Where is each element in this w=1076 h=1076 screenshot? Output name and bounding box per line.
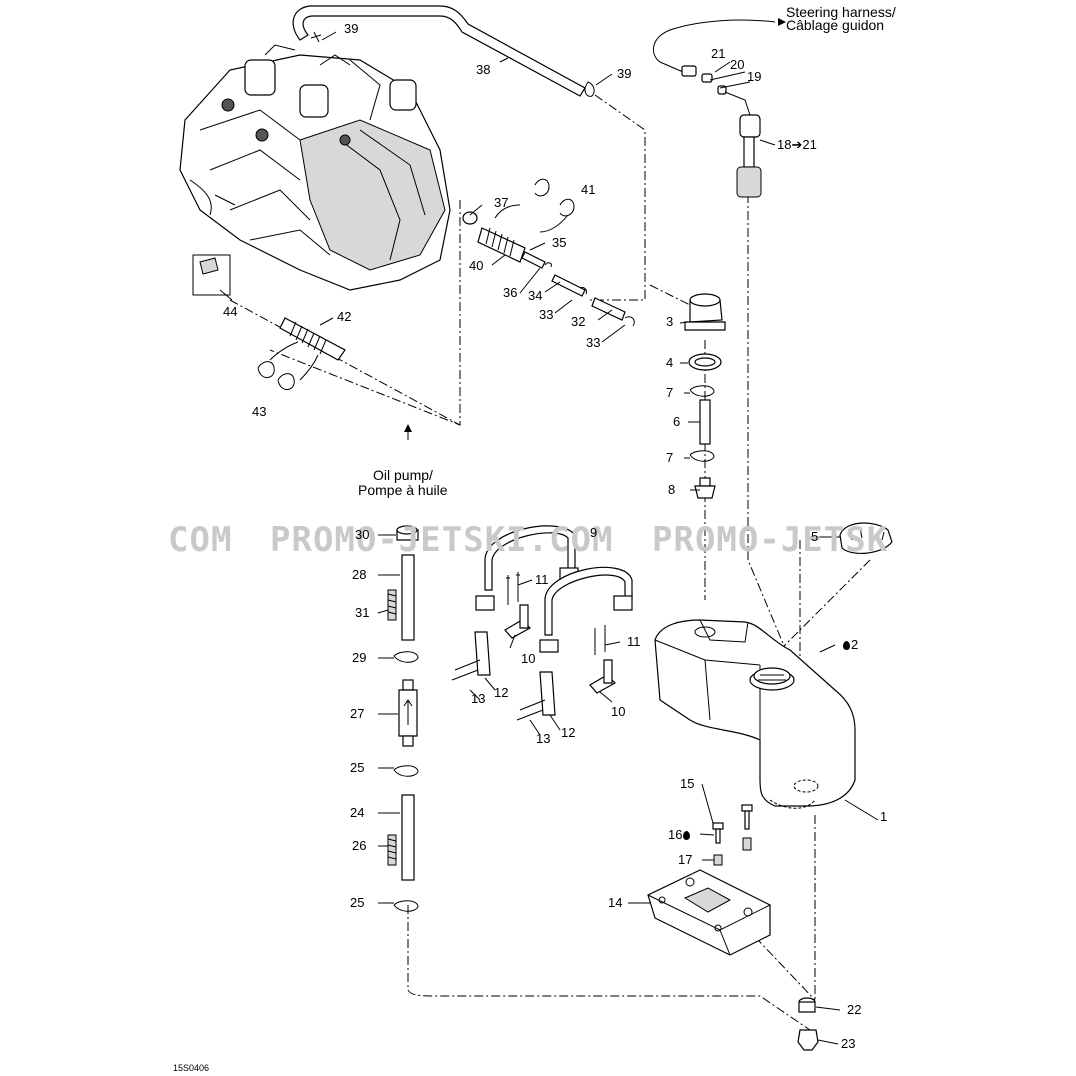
route-line-return (407, 905, 811, 1031)
callout-42: 42 (337, 309, 352, 324)
callout-17: 17 (678, 852, 693, 867)
oil-drop-icon (683, 831, 691, 840)
watermark-right: PROMO-JETSK (652, 520, 889, 560)
callout-25-upper: 25 (350, 760, 365, 775)
straps-9 (475, 525, 633, 653)
oil-drop-icon (843, 641, 850, 650)
callout-15: 15 (680, 776, 695, 791)
callout-16: 16 (668, 828, 691, 842)
route-line-cap (779, 559, 871, 651)
hose-32 (591, 297, 626, 321)
caption-oil-pump: Oil pump/ (373, 467, 433, 483)
bolts-15-17 (712, 804, 753, 866)
callout-38: 38 (476, 62, 491, 77)
brackets-10-12 (451, 572, 616, 721)
callout-7-lower: 7 (666, 450, 674, 465)
fitting-22-23 (797, 997, 819, 1051)
watermark-mid: PROMO-JETSKI.COM (270, 520, 614, 560)
callout-24: 24 (350, 805, 365, 820)
callout-27: 27 (350, 706, 365, 721)
clamp-39-lower (584, 81, 595, 97)
callout-32: 32 (571, 314, 586, 329)
callout-44: 44 (223, 304, 238, 319)
hose-6 (699, 399, 711, 445)
callout-13-left: 13 (471, 691, 486, 706)
callout-20: 20 (730, 57, 745, 72)
hose-34 (551, 274, 586, 297)
callout-19: 19 (747, 69, 762, 84)
clamp-36 (544, 262, 552, 268)
arrows-43 (269, 341, 319, 381)
callout-36: 36 (503, 285, 518, 300)
callout-11-lower: 11 (627, 634, 641, 649)
callout-33-upper: 33 (539, 307, 554, 322)
bracket-44 (192, 254, 231, 296)
callout-26: 26 (352, 838, 367, 853)
arrows-41 (494, 204, 569, 233)
route-line-sensor (747, 160, 791, 661)
callout-30: 30 (355, 527, 370, 542)
vent-hose-38 (292, 5, 586, 97)
clamps-43 (257, 361, 295, 390)
caption-oil-pump-fr: Pompe à huile (358, 482, 448, 498)
callout-33-lower: 33 (586, 335, 601, 350)
callout-28: 28 (352, 567, 367, 582)
callout-11-upper: 11 (535, 572, 549, 587)
callout-4: 4 (666, 355, 674, 370)
hose-assembly-40 (462, 211, 546, 269)
fitting-8 (694, 477, 716, 499)
callout-6: 6 (673, 414, 681, 429)
callout-39-upper: 39 (344, 21, 359, 36)
callout-5: 5 (811, 529, 819, 544)
callout-21: 21 (711, 46, 726, 61)
callout-29: 29 (352, 650, 367, 665)
callout-23: 23 (841, 1036, 856, 1051)
callout-12-right: 12 (561, 725, 576, 740)
oil-tank-1 (654, 619, 856, 809)
callout-10-lower: 10 (611, 704, 626, 719)
callout-12-left: 12 (494, 685, 509, 700)
route-line-vent (590, 94, 646, 301)
callout-40: 40 (469, 258, 484, 273)
clamp-7-lower (689, 450, 715, 462)
clamp-39-upper (310, 31, 322, 43)
callout-25-lower: 25 (350, 895, 365, 910)
callout-7-upper: 7 (666, 385, 674, 400)
clamp-7-upper (689, 385, 715, 397)
callout-18-21: 18➔21 (777, 137, 817, 152)
callout-43: 43 (252, 404, 267, 419)
engine-illustration (179, 44, 451, 291)
support-14 (647, 869, 771, 956)
breather-hose-42 (279, 317, 346, 361)
callout-1: 1 (880, 809, 888, 824)
callout-10-upper: 10 (521, 651, 536, 666)
callout-31: 31 (355, 605, 370, 620)
callout-37: 37 (494, 195, 509, 210)
callout-8: 8 (668, 482, 676, 497)
clamps-41 (534, 178, 575, 217)
callout-35: 35 (552, 235, 567, 250)
caption-steering-harness-fr: Câblage guidon (786, 17, 885, 33)
leader-lines (219, 31, 879, 1045)
callout-41: 41 (581, 182, 596, 197)
harness-wire (652, 19, 776, 76)
callout-34: 34 (528, 288, 543, 303)
callout-14: 14 (608, 895, 623, 910)
callout-9: 9 (590, 525, 598, 540)
callout-22: 22 (847, 1002, 862, 1017)
drawing-code: 15S0406 (173, 1063, 210, 1073)
callout-39-lower: 39 (617, 66, 632, 81)
watermark-left: COM (168, 520, 233, 560)
callout-2: 2 (842, 638, 858, 652)
clamps-33 (579, 287, 635, 327)
callout-3: 3 (666, 314, 674, 329)
oil-level-sensor (681, 65, 762, 198)
callout-13-right: 13 (536, 731, 551, 746)
cap-5 (839, 522, 893, 554)
fitting-3 (684, 293, 726, 331)
left-oil-line (387, 525, 419, 912)
caption-steering-harness: Steering harness/ (786, 4, 896, 20)
